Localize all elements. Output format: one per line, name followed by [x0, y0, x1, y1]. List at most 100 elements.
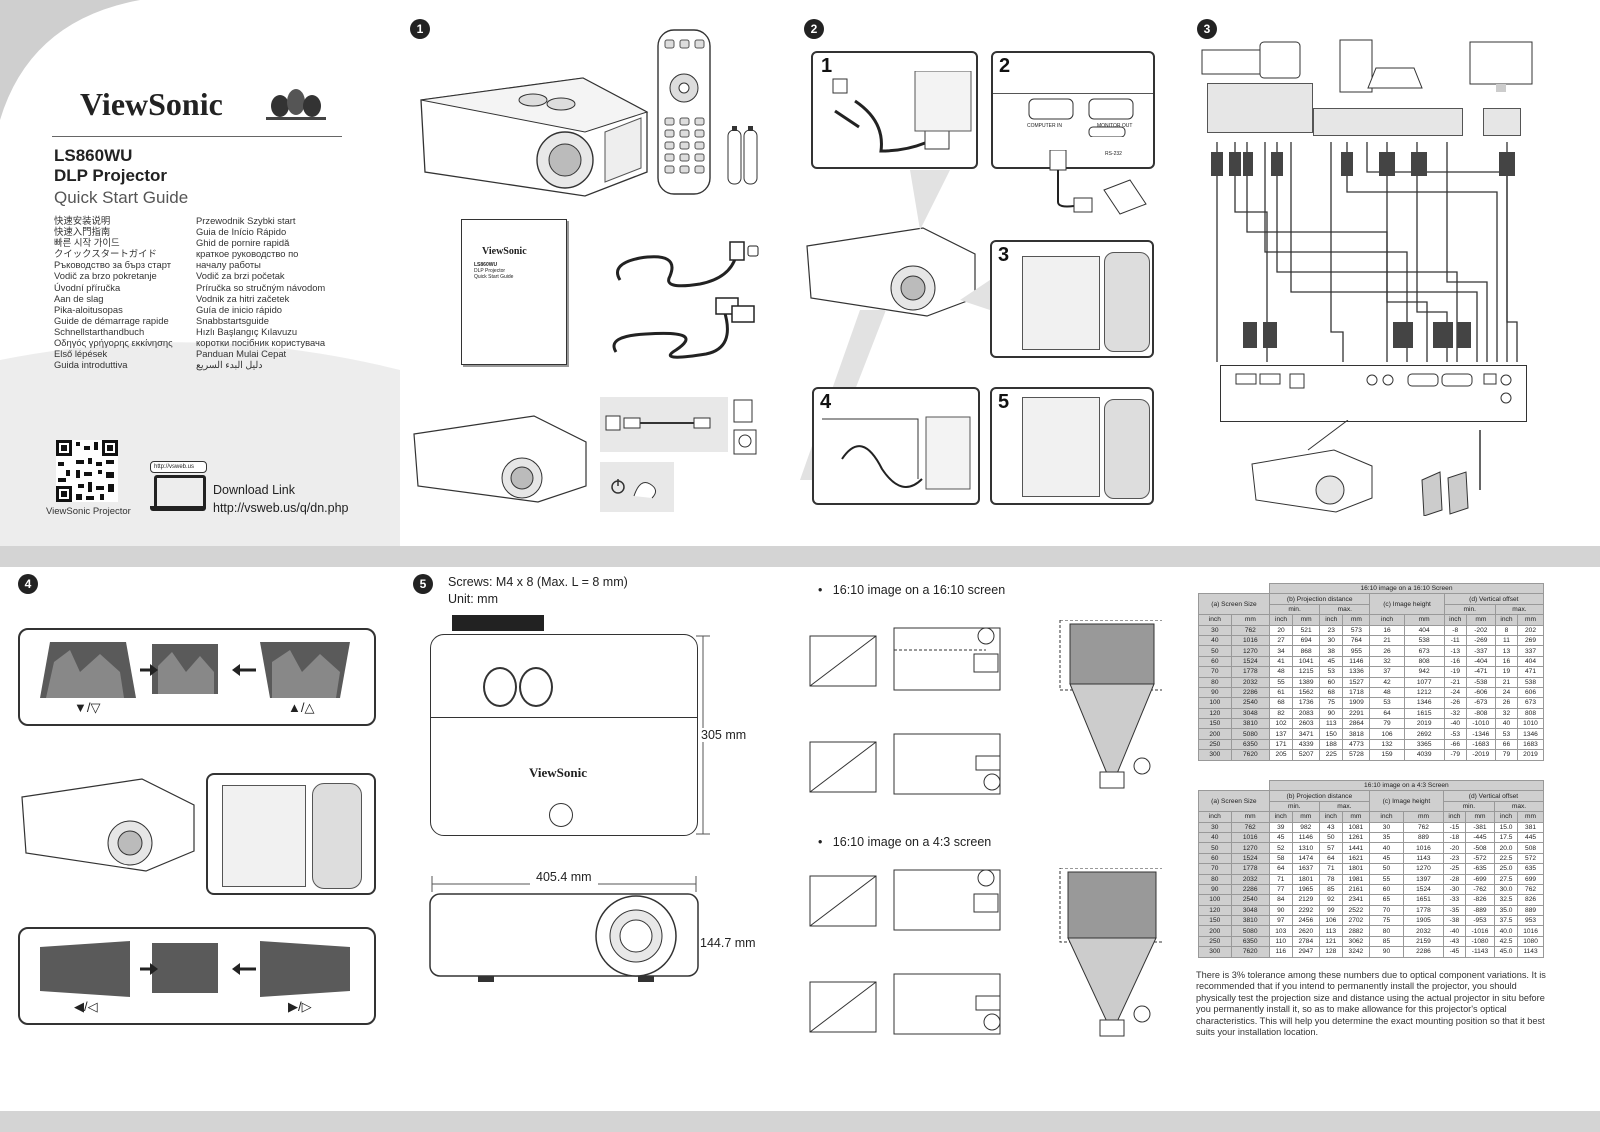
unit-spec: Unit: mm: [448, 592, 498, 606]
table-cell: 150: [1319, 728, 1344, 740]
table-cell: 2522: [1341, 904, 1370, 917]
table-cell: 1441: [1341, 842, 1370, 854]
language-item: Przewodnik Szybki start: [196, 215, 296, 226]
panel-2-number: 2: [999, 55, 1011, 77]
table-cell: 13: [1494, 645, 1519, 657]
table-cell: 25.0: [1493, 863, 1519, 875]
table-cell: 21: [1369, 634, 1405, 647]
table-cell: 1909: [1342, 697, 1371, 709]
header-image-height: (c) Image height: [1369, 593, 1445, 616]
table-cell: 2019: [1403, 718, 1445, 730]
unit-cell: inch: [1318, 811, 1343, 823]
table-cell: 113: [1318, 925, 1343, 937]
unit-cell: inch: [1369, 614, 1405, 626]
table-cell: 5728: [1342, 749, 1371, 761]
device-port-strip-right: [1483, 108, 1521, 136]
download-url[interactable]: http://vsweb.us/q/dn.php: [213, 501, 349, 515]
language-item: началу работы: [196, 259, 261, 271]
table-cell: 3048: [1230, 904, 1270, 917]
table-cell: 50: [1368, 863, 1405, 875]
table-cell: 30.0: [1493, 883, 1519, 896]
table-cell: -337: [1465, 645, 1496, 657]
table-cell: -28: [1442, 873, 1466, 885]
table-cell: 4773: [1342, 738, 1371, 751]
table-cell: 2341: [1341, 894, 1370, 906]
rs232-label: RS-232: [1105, 151, 1122, 157]
table-cell: -762: [1464, 883, 1495, 896]
table-cell: 53: [1319, 666, 1344, 678]
table-cell: 3471: [1292, 728, 1321, 740]
language-item: Guida introduttiva: [54, 359, 128, 371]
table-cell: 955: [1342, 645, 1371, 657]
table-cell: 2032: [1230, 873, 1270, 885]
table-cell: 1562: [1292, 686, 1321, 699]
language-item: Vodnik za hitri začetek: [196, 292, 290, 304]
table-cell: 2540: [1230, 894, 1270, 906]
table-cell: 1389: [1292, 676, 1321, 688]
port-panel: [993, 93, 1153, 94]
table-cell: -508: [1464, 842, 1495, 854]
table-cell: 3810: [1230, 718, 1270, 730]
table-cell: 1143: [1517, 946, 1544, 958]
table-cell: 16: [1494, 655, 1519, 668]
unit-cell: inch: [1319, 614, 1344, 626]
language-item: Pika-aloitusopas: [54, 303, 123, 315]
table-cell: 55: [1368, 873, 1405, 885]
table-cell: 97: [1268, 915, 1293, 927]
table-cell: -1346: [1465, 728, 1496, 740]
table-cell: 120: [1198, 904, 1232, 917]
table-cell: 103: [1268, 925, 1293, 937]
table-cell: 27: [1268, 634, 1294, 647]
table-title-row: 16:10 image on a 4:3 Screen: [1199, 779, 1545, 792]
table-cell: 1016: [1230, 831, 1270, 844]
table-cell: 45: [1319, 655, 1344, 668]
table-cell: 381: [1517, 821, 1544, 833]
table-cell: 1474: [1291, 852, 1320, 865]
table-cell: 889: [1517, 904, 1544, 917]
mount-hole: [549, 803, 573, 827]
table-cell: 45: [1268, 831, 1293, 844]
table-cell: 84: [1268, 894, 1293, 906]
step-2-badge: 2: [804, 19, 824, 39]
table-cell: 41: [1268, 655, 1294, 668]
table-cell: 3048: [1230, 707, 1270, 720]
cable-cover-icon: [822, 416, 971, 490]
width-dimension: 405.4 mm: [536, 870, 592, 884]
table-cell: -33: [1442, 894, 1466, 906]
table-cell: -79: [1443, 749, 1467, 761]
table-cell: 90: [1268, 904, 1293, 917]
table-cell: 762: [1403, 821, 1444, 833]
table-cell: -35: [1442, 904, 1466, 917]
screws-spec: Screws: M4 x 8 (Max. L = 8 mm): [448, 575, 628, 589]
table-cell: 6350: [1230, 935, 1270, 948]
table-cell: 26: [1494, 697, 1519, 709]
booklet-type: DLP Projector: [474, 268, 506, 274]
table-cell: 120: [1198, 707, 1232, 720]
table-cell: 102: [1268, 718, 1294, 730]
table-cell: 188: [1319, 738, 1344, 751]
table-cell: -673: [1465, 697, 1496, 709]
table-cell: 80: [1368, 925, 1405, 937]
booklet-model: LS860WU: [474, 262, 498, 268]
table-cell: 4039: [1403, 749, 1445, 761]
table-cell: 1524: [1403, 883, 1444, 896]
table-cell: 30: [1198, 821, 1232, 833]
table-cell: 250: [1198, 935, 1232, 948]
table-cell: 2019: [1517, 749, 1544, 761]
unit-cell: mm: [1292, 614, 1321, 626]
table-cell: 635: [1517, 863, 1544, 875]
table-cell: 1683: [1517, 738, 1544, 751]
table-cell: -13: [1443, 645, 1467, 657]
table-cell: 2032: [1230, 676, 1270, 688]
table-minmax-row: min.max.min.max.: [1199, 800, 1545, 813]
projector-power-illustration: [413, 415, 587, 503]
table-cell: -30: [1442, 883, 1466, 896]
table-cell: 77: [1268, 883, 1293, 896]
header-projection-distance: (b) Projection distance: [1268, 790, 1370, 802]
